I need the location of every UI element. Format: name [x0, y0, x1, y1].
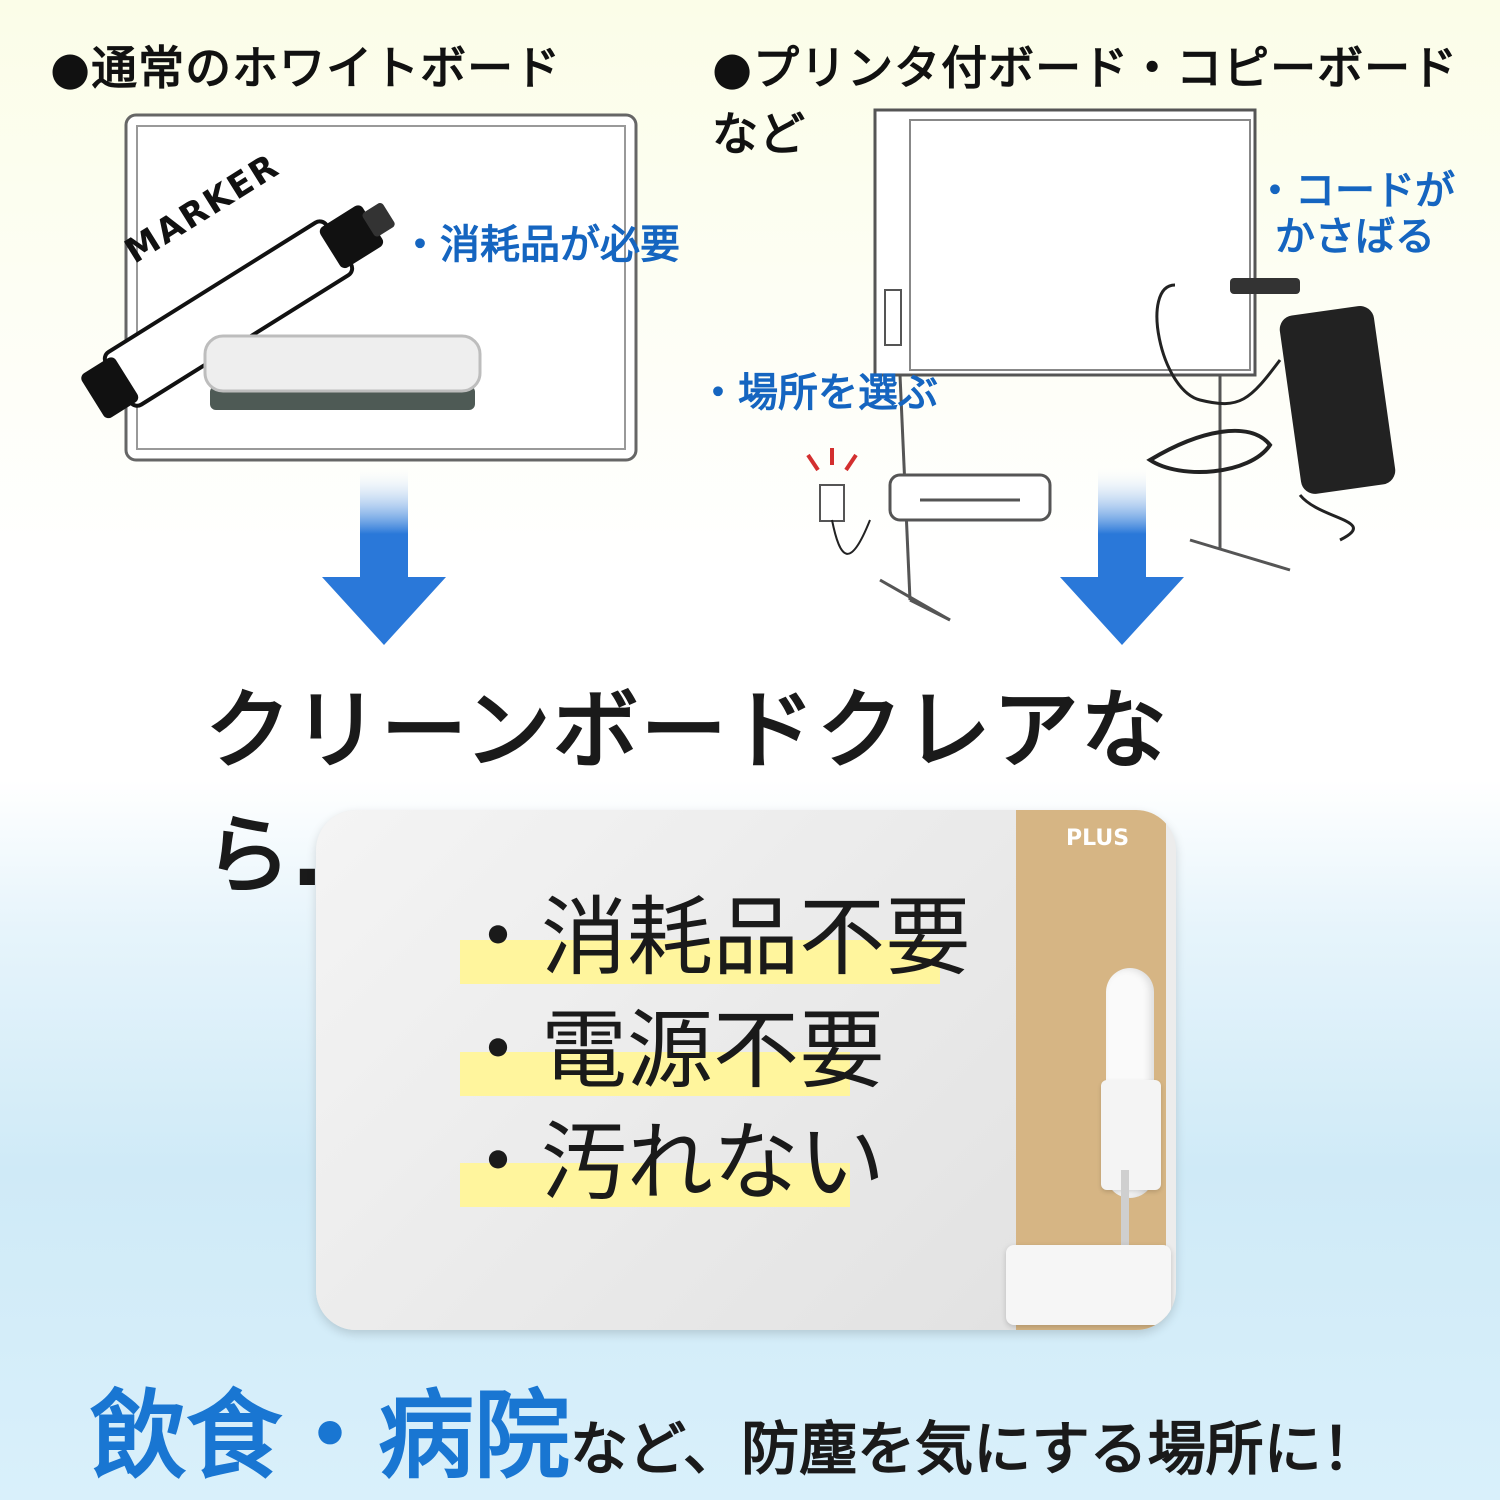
marker-icon	[81, 203, 395, 419]
highlight-3	[460, 1163, 850, 1207]
highlight-1	[460, 940, 940, 984]
left-heading: ●通常のホワイトボード	[50, 41, 562, 95]
clean-board-product: PLUS	[316, 810, 1176, 1330]
bullet-no-power: ・電源不要	[455, 1001, 885, 1101]
eraser-icon	[203, 334, 482, 410]
footer-emphasis-food: 飲食	[90, 1380, 282, 1492]
copyboard-illustration	[806, 108, 1396, 622]
brand-logo: PLUS	[1066, 826, 1130, 851]
cord-bulky-line2: かさばる	[1275, 214, 1435, 260]
footer-rest: など、防塵を気にする場所に！	[570, 1415, 1380, 1483]
highlight-2	[460, 1052, 850, 1096]
location-limited-note: ・場所を選ぶ	[698, 370, 938, 416]
whiteboard-illustration	[81, 113, 638, 462]
down-arrow-left-icon	[322, 465, 446, 645]
right-heading: ●プリンタ付ボード・コピーボードなど	[712, 41, 1459, 161]
footer-line: 飲食・病院など、防塵を気にする場所に！	[90, 1358, 1380, 1497]
consumables-needed-note: ・消耗品が必要	[400, 222, 680, 268]
bullet-no-stains: ・汚れない	[455, 1113, 885, 1213]
power-adapter-icon	[1146, 278, 1396, 542]
cord-bulky-note: ・コードが かさばる	[1255, 168, 1455, 260]
bullet-no-consumables: ・消耗品不要	[455, 888, 971, 988]
tray-icon	[1006, 1245, 1171, 1325]
stylus-icon	[1121, 1170, 1129, 1290]
outlet-icon	[819, 484, 845, 522]
pen-holder	[1101, 1080, 1161, 1190]
footer-separator: ・	[282, 1380, 378, 1492]
footer-emphasis-hospital: 病院	[378, 1380, 570, 1492]
down-arrow-right-icon	[1060, 465, 1184, 645]
cord-bulky-line1: ・コードが	[1255, 168, 1455, 214]
